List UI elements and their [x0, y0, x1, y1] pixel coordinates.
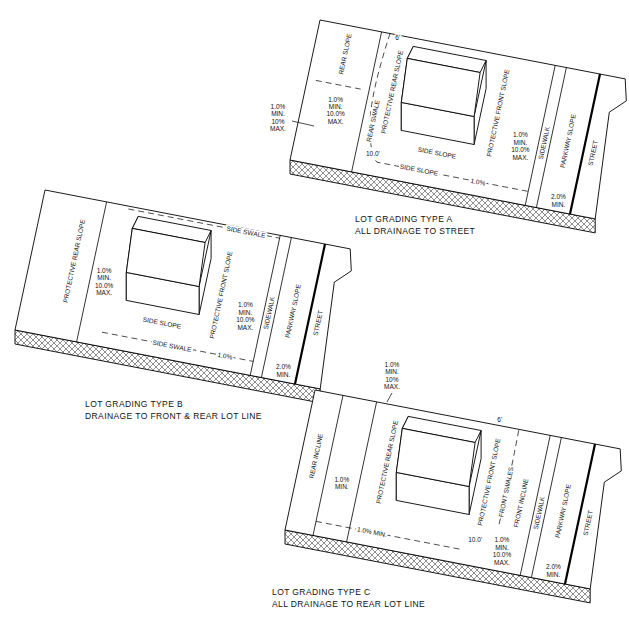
- slope-label: FRONT SWALES: [497, 466, 515, 519]
- slope-label: PROTECTIVE FRONT SLOPE: [208, 250, 234, 341]
- slope-label: PARKWAY SLOPE: [559, 112, 578, 169]
- slope-label: PROTECTIVE REAR SLOPE: [61, 218, 86, 305]
- slope-label: REAR SWALE: [365, 98, 382, 143]
- slope-label: REAR SLOPE: [337, 32, 353, 76]
- slope-label: SIDE SLOPE: [142, 316, 183, 331]
- leader-line: [292, 121, 314, 126]
- leader-line: [387, 393, 392, 402]
- slope-label: PROTECTIVE REAR SLOPE: [374, 419, 399, 506]
- swale-line: [102, 332, 253, 361]
- panel-caption: ALL DRAINAGE TO STREET: [355, 227, 475, 237]
- grade-note: 1.0% MIN. 10.0% MAX.: [325, 96, 345, 126]
- dimension-label: 10.0': [365, 150, 381, 157]
- grade-note: 1.0% MIN. 10.0% MAX.: [492, 536, 512, 566]
- slope-label: PARKWAY SLOPE: [284, 282, 303, 339]
- slope-label: PROTECTIVE REAR SLOPE: [379, 49, 404, 136]
- grade-note: 1.0% MIN. 10.0% MAX.: [94, 267, 114, 297]
- flow-line: [316, 80, 361, 89]
- slope-label: 1.0%: [216, 351, 234, 362]
- lot-model: [285, 390, 621, 603]
- grade-note: 2.0% MIN.: [545, 563, 562, 578]
- slope-label: PARKWAY SLOPE: [554, 482, 573, 539]
- dimension-label: 6': [394, 34, 401, 41]
- panel-caption: LOT GRADING TYPE C: [272, 588, 371, 598]
- dimension-label: 6': [496, 416, 503, 423]
- slope-label: SIDE SLOPE: [398, 163, 439, 178]
- panel-caption: LOT GRADING TYPE A: [355, 215, 453, 225]
- panel-caption: DRAINAGE TO FRONT & REAR LOT LINE: [85, 412, 262, 422]
- slope-label: SIDE SWALE: [225, 224, 267, 239]
- lot-model: [15, 190, 351, 403]
- grade-note: 1.0% MIN. 10.0% MAX.: [235, 301, 255, 331]
- flow-line: [316, 521, 462, 549]
- grade-note: 1.0% MIN. 10% MAX.: [383, 361, 401, 391]
- flow-lines: [292, 34, 528, 192]
- slope-label: STREET: [582, 509, 595, 538]
- slope-label: SIDEWALK: [262, 295, 277, 331]
- flow-lines: [313, 393, 519, 550]
- grade-note: 1.0% MIN.: [333, 475, 350, 490]
- slope-label: 1.0% MIN.: [355, 525, 388, 539]
- lot-model: [290, 20, 626, 233]
- panel-caption: LOT GRADING TYPE B: [85, 400, 183, 410]
- slope-label: SIDE SLOPE: [417, 146, 458, 161]
- slope-label: SIDEWALK: [537, 125, 552, 161]
- slope-label: SIDE SWALE: [151, 338, 193, 353]
- grade-note: 1.0% MIN. 10.0% MAX.: [510, 131, 530, 161]
- slope-label: STREET: [587, 139, 600, 168]
- slope-label: STREET: [312, 309, 325, 338]
- dimension-label: 10.0': [467, 537, 483, 544]
- slope-label: 1.0%: [469, 176, 487, 187]
- slope-label: PROTECTIVE FRONT SLOPE: [485, 67, 511, 158]
- grade-note: 2.0% MIN.: [275, 363, 292, 378]
- slope-label: FRONT INCLINE: [512, 477, 530, 529]
- slope-label: REAR INCLINE: [307, 432, 324, 480]
- grade-note: 2.0% MIN.: [550, 193, 567, 208]
- swale-line: [370, 34, 528, 192]
- grade-note: 1.0% MIN. 10% MAX.: [269, 103, 287, 133]
- flow-lines: [102, 209, 280, 361]
- slope-label: SIDEWALK: [532, 495, 547, 531]
- panel-caption: ALL DRAINAGE TO REAR LOT LINE: [272, 600, 425, 610]
